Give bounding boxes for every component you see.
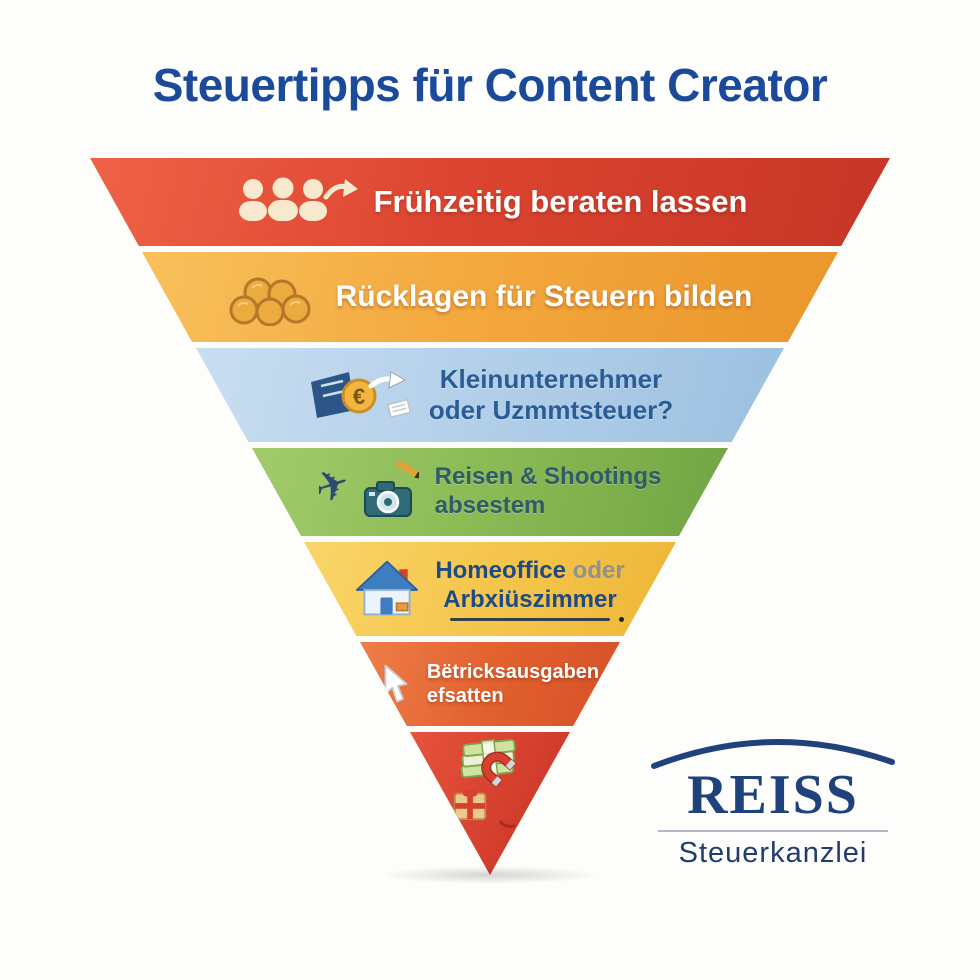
logo-divider bbox=[658, 829, 888, 832]
funnel-layer-reisen: ✈ Reisen & Shootings absestem bbox=[252, 448, 728, 536]
layer-label-ruecklagen: Rücklagen für Steuern bilden bbox=[335, 280, 753, 313]
layer-label-homeoffice: Homeoffice oder Arbxiüszimmer bbox=[435, 557, 625, 622]
funnel-layer-beratung: Frühzeitig beraten lassen bbox=[90, 158, 890, 246]
layer-label-line1: Kleinunternehmer bbox=[439, 363, 663, 394]
logo-name: REISS bbox=[687, 764, 859, 826]
logo-subtitle: Steuerkanzlei bbox=[678, 836, 868, 869]
coins-icon bbox=[229, 277, 311, 326]
layer-label-reisen: Reisen & Shootings absestem bbox=[435, 463, 662, 521]
layer-label-line2: Arbxiüszimmer bbox=[443, 586, 617, 613]
layer-label-umsatzsteuer: Kleinunternehmer oder Uzmmtsteuer? bbox=[429, 364, 673, 426]
layer-label-beratung: Frühzeitig beraten lassen bbox=[373, 184, 748, 219]
layer-label-line1: Homeoffice oder bbox=[435, 557, 624, 586]
label-oder: oder bbox=[566, 557, 625, 585]
hand-drawn-underline bbox=[450, 616, 624, 622]
people-arrow-icon bbox=[238, 177, 358, 221]
layer-label-betriebsausgaben: Bëtricksausgaben efsatten bbox=[427, 660, 599, 708]
layer-label-line1: Bëtricksausgaben bbox=[426, 661, 600, 683]
svg-text:€: € bbox=[353, 384, 365, 409]
layer-label-line2: efsatten bbox=[426, 685, 504, 707]
house-icon bbox=[356, 560, 419, 616]
plane-camera-icon: ✈ bbox=[319, 462, 419, 517]
svg-text:✈: ✈ bbox=[319, 462, 356, 514]
cursor-icon bbox=[384, 664, 408, 703]
layer-label-line2: absestem bbox=[434, 492, 546, 519]
logo-arc-icon bbox=[651, 739, 895, 769]
funnel-layer-ruecklagen: Rücklagen für Steuern bilden bbox=[142, 252, 838, 342]
funnel-layer-betriebsausgaben: Bëtricksausgaben efsatten bbox=[360, 642, 620, 726]
funnel-layer-umsatzsteuer: € Kleinunternehmer oder Uzmmtsteuer? bbox=[196, 348, 784, 442]
euro-invoice-icon: € bbox=[310, 371, 412, 419]
funnel-layer-tipp-spitze bbox=[410, 732, 570, 875]
pyramid-shadow bbox=[378, 866, 602, 884]
money-gift-magnet-icon bbox=[442, 738, 517, 829]
page-title: Steuertipps für Content Creator bbox=[152, 59, 828, 111]
funnel-layer-homeoffice: Homeoffice oder Arbxiüszimmer bbox=[304, 542, 676, 636]
layer-label-line2: oder Uzmmtsteuer? bbox=[428, 395, 674, 425]
logo: REISS Steuerkanzlei bbox=[648, 728, 898, 870]
layer-label-line1: Reisen & Shootings bbox=[434, 463, 662, 491]
label-homeoffice: Homeoffice bbox=[435, 557, 566, 585]
